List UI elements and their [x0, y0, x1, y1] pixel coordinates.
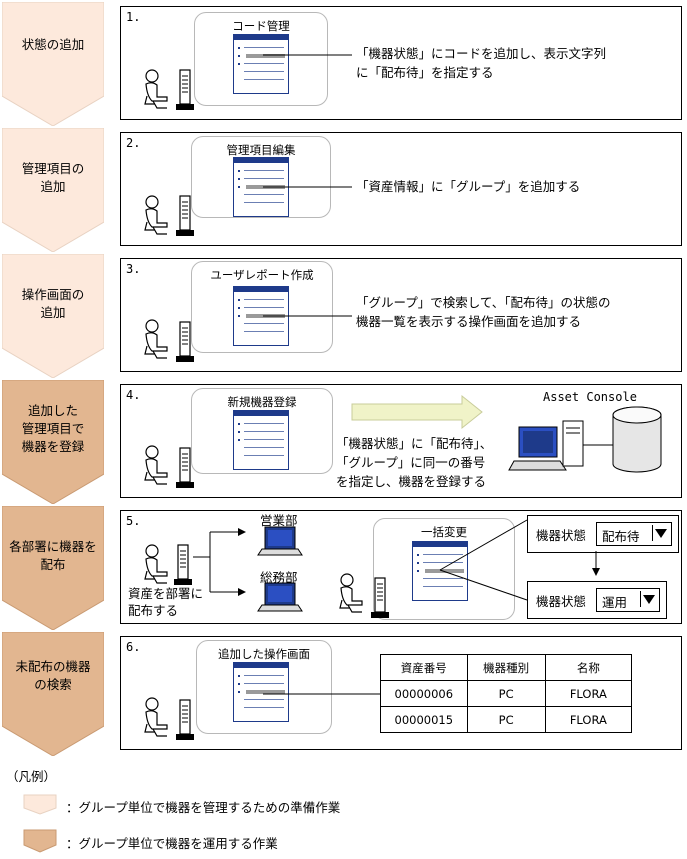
step-number: 6.: [126, 640, 141, 654]
window-thumbnail-icon: [233, 34, 289, 94]
status-value: 運用: [596, 588, 660, 612]
stage-chevron-5: 各部署に機器を 配布: [2, 506, 104, 630]
stage-label: 各部署に機器を: [9, 539, 97, 554]
stage-label: の検索: [34, 677, 72, 692]
department-label: 営業部: [260, 513, 298, 528]
table-header-row: 資産番号 機器種別 名称: [380, 654, 633, 681]
stage-label: 機器を登録: [21, 439, 85, 454]
step-box-6: [120, 636, 682, 750]
database-icon: [612, 406, 662, 473]
dropdown-arrow-icon: [652, 525, 669, 541]
panel-title: 管理項目編集: [226, 143, 296, 157]
user-icon: [144, 544, 193, 586]
user-icon: [144, 319, 195, 363]
legend-swatch-operate: [23, 829, 57, 853]
stage-label: 追加: [40, 179, 66, 194]
stage-label: 未配布の機器: [15, 659, 91, 674]
server-label: Asset Console: [543, 390, 637, 404]
status-before-box: 機器状態 配布待: [527, 515, 679, 553]
legend-item-operate: ：グループ単位で機器を運用する作業: [66, 836, 278, 851]
stage-chevron-6: 未配布の機器 の検索: [2, 632, 104, 756]
computer-icon: [508, 420, 584, 471]
right-arrow-icon: [351, 394, 483, 430]
step-number: 4.: [126, 388, 141, 402]
step-box-1: [120, 6, 682, 120]
legend-title: （凡例）: [6, 769, 57, 784]
step-description: 資産を部署に 配布する: [128, 586, 204, 618]
step-number: 5.: [126, 514, 141, 528]
legend-item-prep: ：グループ単位で機器を管理するための準備作業: [66, 800, 341, 815]
stage-label: 状態の追加: [21, 37, 85, 52]
laptop-icon: [257, 582, 303, 612]
step-box-4: [120, 384, 682, 498]
table-row: 00000015 PC FLORA: [380, 706, 633, 733]
panel-title: 一括変更: [421, 525, 467, 539]
status-value: 配布待: [596, 522, 672, 546]
legend-swatch-prep: [23, 794, 57, 815]
laptop-icon: [257, 526, 303, 556]
window-thumbnail-icon: [412, 541, 468, 601]
step-number: 3.: [126, 262, 141, 276]
table-row: 00000006 PC FLORA: [380, 680, 633, 707]
step-description: 「グループ」で検索して、「配布待」の状態の 機器一覧を表示する操作画面を追加する: [356, 295, 611, 329]
table-header: 機器種別: [466, 654, 546, 681]
window-thumbnail-icon: [233, 662, 289, 722]
table-header: 名称: [544, 654, 633, 681]
table-cell: FLORA: [544, 706, 633, 733]
stage-chevron-4: 追加した 管理項目で 機器を登録: [2, 380, 104, 504]
department-label: 総務部: [260, 570, 298, 585]
table-cell: 00000015: [380, 706, 468, 733]
user-icon: [144, 697, 195, 741]
table-cell: FLORA: [544, 680, 633, 707]
stage-label: 管理項目の: [21, 161, 85, 176]
stage-chevron-3: 操作画面の 追加: [2, 254, 104, 378]
step-box-3: [120, 258, 682, 372]
panel-title: ユーザレポート作成: [210, 268, 314, 282]
stage-chevron-2: 管理項目の 追加: [2, 128, 104, 252]
window-thumbnail-icon: [233, 410, 289, 470]
stage-label: 追加: [40, 305, 66, 320]
user-icon: [144, 69, 195, 111]
stage-label: 管理項目で: [21, 421, 85, 436]
step-box-2: [120, 132, 682, 246]
panel-title: 新規機器登録: [227, 395, 297, 409]
step-number: 1.: [126, 10, 141, 24]
panel-title: コード管理: [232, 19, 290, 33]
stage-label: 配布: [40, 557, 66, 572]
status-key: 機器状態: [536, 528, 587, 543]
dropdown-arrow-icon: [640, 591, 657, 607]
step-description: 「機器状態」に「配布待」、 「グループ」に同一の番号 を指定し、機器を登録する: [336, 436, 493, 489]
step-description: 「機器状態」にコードを追加し、表示文字列 に「配布待」を指定する: [356, 46, 607, 80]
search-result-table: 資産番号 機器種別 名称 00000006 PC FLORA 00000015 …: [380, 654, 633, 733]
stage-label: 操作画面の: [21, 287, 85, 302]
stage-chevron-1: 状態の追加: [2, 2, 104, 126]
step-box-5: [120, 510, 682, 624]
user-icon: [339, 573, 390, 619]
status-key: 機器状態: [536, 594, 587, 609]
user-icon: [144, 445, 195, 489]
status-after-box: 機器状態 運用: [527, 581, 667, 619]
stage-label: 追加した: [27, 403, 78, 418]
panel-title: 追加した操作画面: [218, 647, 310, 661]
step-number: 2.: [126, 136, 141, 150]
user-icon: [144, 195, 195, 237]
step-description: 「資産情報」に「グループ」を追加する: [356, 179, 581, 194]
